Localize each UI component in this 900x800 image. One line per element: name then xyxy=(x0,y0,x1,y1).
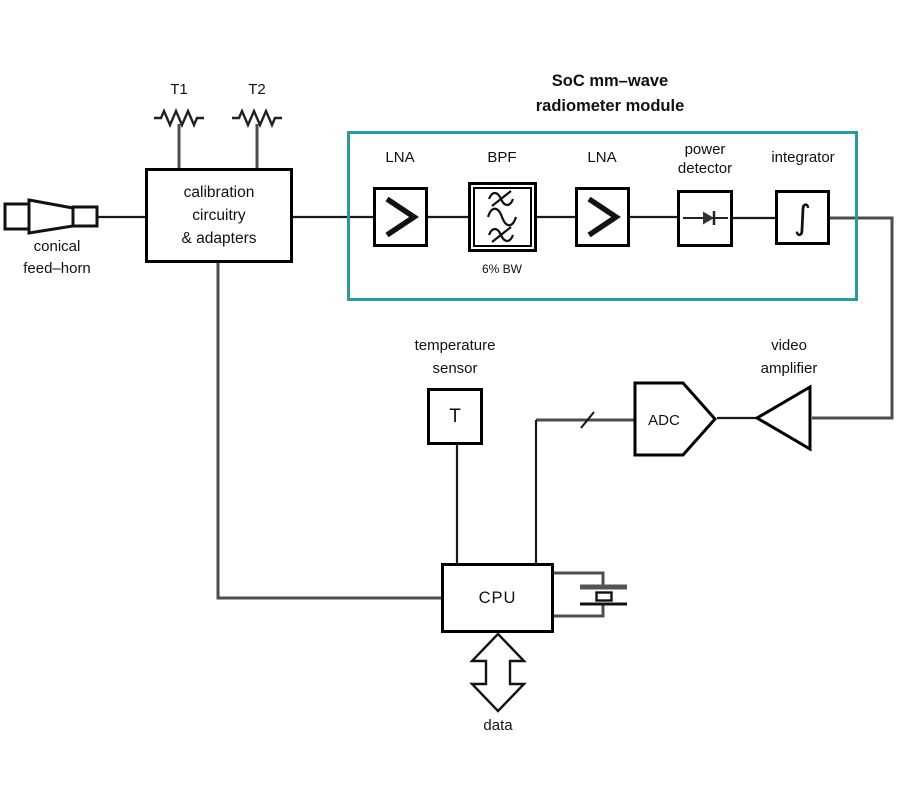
integral-icon: ∫ xyxy=(793,197,812,238)
temperature-sensor-symbol: T xyxy=(449,405,461,427)
lna2-label: LNA xyxy=(587,149,617,166)
t1-load-label: T1 xyxy=(170,81,188,98)
resistor-icon-t2 xyxy=(232,107,282,129)
module-title-line1: SoC mm–wave xyxy=(551,72,669,90)
cpu-box: CPU xyxy=(441,563,554,633)
feed-horn-label-line1: conical xyxy=(33,238,81,255)
power-detector-box xyxy=(677,190,733,247)
temperature-sensor-box: T xyxy=(427,388,483,445)
resistor-icon-t1 xyxy=(154,107,204,129)
video-amplifier-label-line1: video xyxy=(771,337,807,354)
cpu-label: CPU xyxy=(478,588,517,607)
feed-horn-icon xyxy=(3,198,99,235)
module-title: SoC mm–wave radiometer module xyxy=(536,69,685,119)
calibration-label-line2: circuitry xyxy=(192,207,246,224)
calibration-label-line3: & adapters xyxy=(181,230,257,247)
temperature-sensor-label-line1: temperature xyxy=(414,337,496,354)
bpf-box xyxy=(468,182,537,252)
wire-calibration-to-cpu xyxy=(216,263,441,600)
lna2-box xyxy=(575,187,630,247)
integrator-label: integrator xyxy=(771,149,835,166)
calibration-box: calibration circuitry & adapters xyxy=(145,168,293,263)
soc-module-box xyxy=(347,131,858,301)
bpf-inner-border xyxy=(473,187,532,247)
bus-slash-icon xyxy=(580,411,595,429)
video-amplifier-label-line2: amplifier xyxy=(760,360,818,377)
wire-cpu-to-battery-top xyxy=(554,571,605,586)
bpf-bandwidth-label: 6% BW xyxy=(481,262,523,276)
bpf-label: BPF xyxy=(487,149,517,166)
video-amplifier-label: video amplifier xyxy=(761,334,818,380)
feed-horn-label-line2: feed–horn xyxy=(23,260,91,277)
lna1-box xyxy=(373,187,428,247)
battery-icon xyxy=(580,584,627,606)
video-amplifier-triangle xyxy=(754,384,812,452)
temperature-sensor-label-line2: sensor xyxy=(432,360,478,377)
wire-battery-to-cpu-bottom xyxy=(554,604,605,618)
temperature-sensor-label: temperature sensor xyxy=(415,334,496,380)
calibration-label-line1: calibration xyxy=(183,184,255,201)
integrator-box: ∫ xyxy=(775,190,830,245)
lna1-label: LNA xyxy=(385,149,415,166)
power-detector-label-line1: power xyxy=(684,141,726,158)
feed-horn-label: conical feed–horn xyxy=(23,236,91,280)
module-title-line2: radiometer module xyxy=(535,97,685,115)
data-label: data xyxy=(483,717,513,734)
power-detector-label: power detector xyxy=(678,140,732,178)
power-detector-label-line2: detector xyxy=(677,160,733,177)
data-arrow-icon xyxy=(469,632,527,713)
adc-label: ADC xyxy=(648,412,680,429)
t2-load-label: T2 xyxy=(248,81,266,98)
